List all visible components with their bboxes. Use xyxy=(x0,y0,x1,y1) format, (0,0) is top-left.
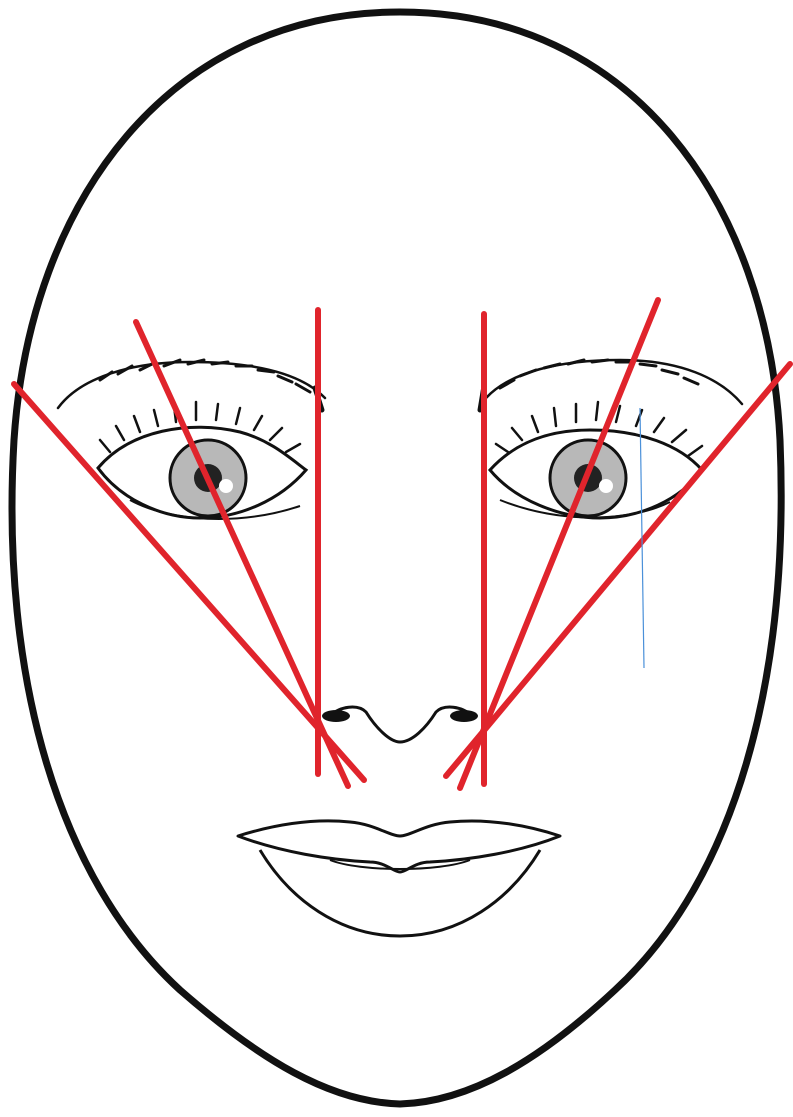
lips xyxy=(238,821,560,936)
guide-line-right-inner xyxy=(460,300,658,788)
head-outline xyxy=(12,12,781,1104)
lower-lip xyxy=(260,850,540,936)
upper-lip xyxy=(238,821,560,872)
nose xyxy=(322,707,478,742)
left-eyebrow xyxy=(58,360,325,410)
right-eyebrow xyxy=(480,360,742,410)
guide-line-right-outer xyxy=(446,364,790,776)
